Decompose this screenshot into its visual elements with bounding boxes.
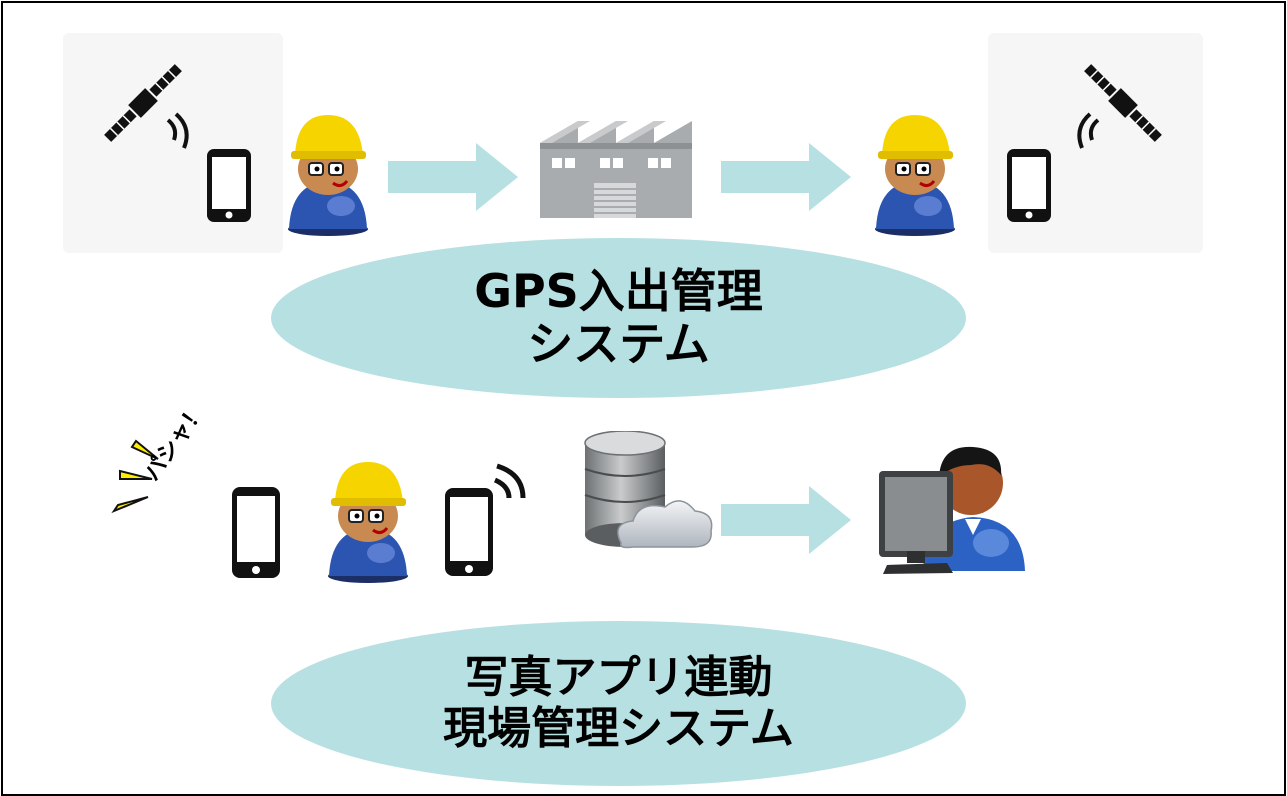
operator-pc-icon	[879, 446, 1025, 574]
photo-system-title-line2: 現場管理システム	[443, 702, 794, 754]
gps-system-title-line1: GPS入出管理	[474, 264, 763, 319]
photo-system-ellipse: 写真アプリ連動 現場管理システム	[271, 621, 966, 786]
camera-flash-icon	[111, 439, 159, 514]
worker-icon	[288, 115, 368, 236]
gps-system-title-line2: システム	[527, 317, 710, 371]
arrow-right-icon	[721, 486, 851, 554]
satellite-icon	[104, 64, 189, 149]
worker-icon	[328, 462, 408, 583]
factory-icon	[540, 121, 692, 218]
gps-system-ellipse: GPS入出管理 システム	[271, 238, 966, 398]
arrow-right-icon	[388, 143, 518, 211]
database-cloud-icon	[584, 431, 713, 549]
satellite-icon	[1077, 64, 1162, 149]
worker-icon	[875, 115, 955, 236]
smartphone-icon	[207, 149, 251, 222]
smartphone-signal-icon	[445, 463, 526, 576]
smartphone-icon	[232, 487, 280, 578]
arrow-right-icon	[721, 143, 851, 211]
photo-system-title-line1: 写真アプリ連動	[464, 651, 773, 703]
smartphone-icon	[1007, 149, 1051, 222]
